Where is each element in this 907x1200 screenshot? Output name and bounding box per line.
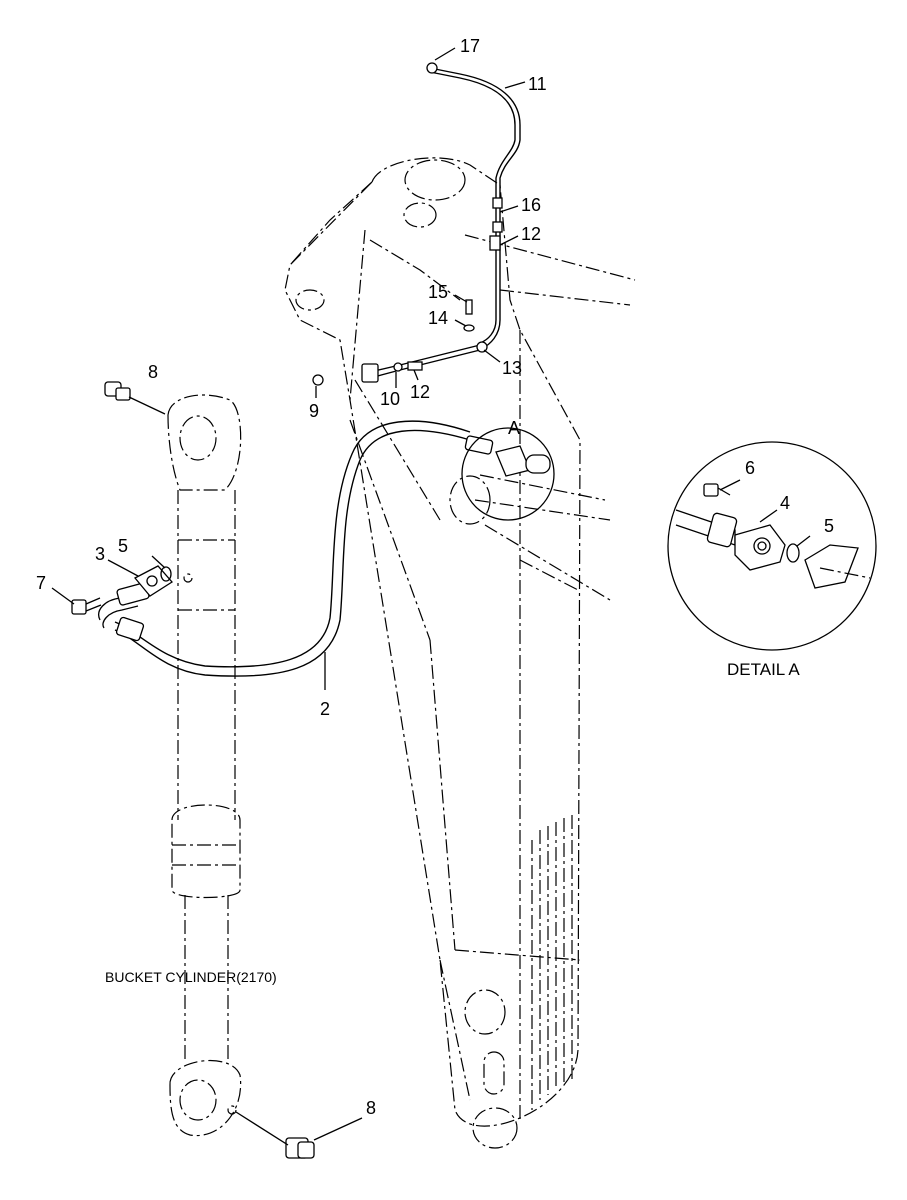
hose-2 [114, 420, 471, 677]
callout-11: 11 [528, 74, 547, 94]
callout-8-top: 8 [148, 362, 158, 382]
callout-16: 16 [521, 195, 541, 215]
callout-9: 9 [309, 401, 319, 421]
hose-fitting-arm [464, 435, 551, 477]
grease-line [312, 62, 521, 386]
arm-outline [284, 157, 636, 1149]
detail-a-caption: DETAIL A [727, 660, 800, 679]
callout-14: 14 [428, 308, 448, 328]
plug-8-top [104, 381, 131, 401]
callout-12-upper: 12 [521, 224, 541, 244]
detail-a [667, 441, 877, 651]
callout-12-lower: 12 [410, 382, 430, 402]
bolt-7 [71, 597, 102, 615]
callouts: 17 11 16 12 15 14 13 9 10 12 A 8 5 3 7 2… [36, 36, 834, 1118]
callout-5-detail: 5 [824, 516, 834, 536]
callout-4: 4 [780, 493, 790, 513]
callout-3: 3 [95, 544, 105, 564]
callout-15: 15 [428, 282, 448, 302]
callout-13: 13 [502, 358, 522, 378]
callout-8-bottom: 8 [366, 1098, 376, 1118]
detail-a-marker [461, 427, 555, 521]
callout-17: 17 [460, 36, 480, 56]
callout-a: A [508, 418, 520, 438]
flange-3 [133, 565, 173, 597]
bucket-cylinder-caption: BUCKET CYLINDER(2170) [105, 969, 277, 985]
callout-7: 7 [36, 573, 46, 593]
callout-6: 6 [745, 458, 755, 478]
plug-8-bottom [285, 1137, 315, 1159]
callout-2: 2 [320, 699, 330, 719]
bucket-cylinder [167, 394, 242, 1137]
callout-10: 10 [380, 389, 400, 409]
o-ring-5 [160, 566, 172, 582]
callout-5-left: 5 [118, 536, 128, 556]
hose-end-fitting [98, 582, 150, 642]
leader-lines [51, 47, 811, 1146]
